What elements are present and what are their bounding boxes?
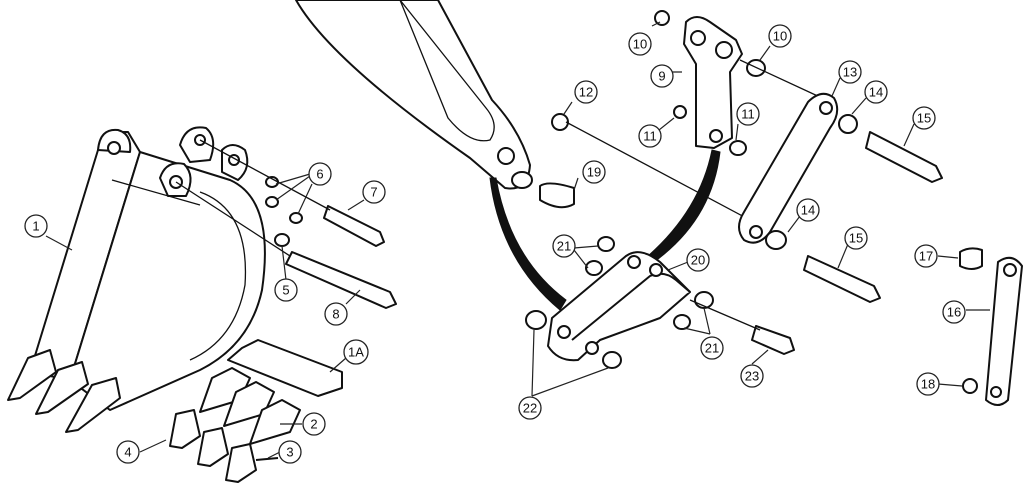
callout-17: 17 (914, 244, 938, 268)
callout-11-right: 11 (736, 102, 760, 126)
callout-15-bottom-label: 15 (849, 231, 863, 246)
callout-1-label: 1 (32, 219, 39, 234)
callout-10-left: 10 (628, 32, 652, 56)
callout-9-label: 9 (658, 69, 665, 84)
callout-2-label: 2 (310, 417, 317, 432)
callout-8-label: 8 (332, 307, 339, 322)
link-bushing (673, 105, 687, 119)
cutting-edge (227, 339, 343, 397)
callout-22-label: 22 (523, 401, 537, 416)
tooth-adapters (199, 367, 301, 445)
assembly-arrow (489, 177, 567, 311)
h-link-bushing (602, 351, 622, 369)
callout-15-top: 15 (912, 106, 936, 130)
tipping-link (683, 16, 743, 149)
callout-14-bottom: 14 (796, 198, 820, 222)
callout-11-left-label: 11 (643, 129, 657, 144)
leader-lines (45, 21, 990, 459)
link-bushing (729, 140, 747, 156)
h-link-pin (751, 325, 795, 355)
callout-1a-label: 1A (348, 345, 364, 360)
rod-bushing (838, 114, 858, 134)
callout-21-right-label: 21 (705, 341, 719, 356)
callout-8: 8 (324, 302, 348, 326)
dipper-arm (295, 0, 533, 190)
callout-12-label: 12 (579, 85, 593, 100)
callout-16: 16 (942, 300, 966, 324)
callout-13: 13 (838, 60, 862, 84)
callout-17-label: 17 (919, 249, 933, 264)
callout-5-label: 5 (282, 283, 289, 298)
callout-23: 23 (740, 364, 764, 388)
assembly-arrow (647, 149, 721, 263)
callout-16-label: 16 (947, 305, 961, 320)
h-link-bushing (585, 260, 603, 276)
h-link-bushing (673, 314, 691, 330)
callout-18: 18 (916, 372, 940, 396)
callout-21-left-label: 21 (557, 239, 571, 254)
callout-13-label: 13 (843, 65, 857, 80)
callout-6-label: 6 (316, 167, 323, 182)
callout-4: 4 (116, 440, 140, 464)
rod-link (985, 256, 1023, 406)
connecting-rod (738, 92, 839, 244)
arm-sleeve (539, 182, 575, 209)
callout-23-label: 23 (745, 369, 759, 384)
callout-22: 22 (518, 396, 542, 420)
callout-10-left-label: 10 (633, 37, 647, 52)
callout-15-top-label: 15 (917, 111, 931, 126)
bucket-bushings (265, 176, 303, 247)
callout-18-label: 18 (921, 377, 935, 392)
h-link (547, 251, 691, 362)
callout-2: 2 (302, 412, 326, 436)
bucket-pin-lower (285, 251, 397, 309)
callout-12: 12 (574, 80, 598, 104)
callout-10-right-label: 10 (773, 29, 787, 44)
callout-1a: 1A (343, 339, 369, 365)
callout-6: 6 (308, 162, 332, 186)
link-bushing (654, 10, 670, 26)
callout-21-left: 21 (552, 234, 576, 258)
callout-3-label: 3 (286, 445, 293, 460)
callout-4-label: 4 (124, 445, 131, 460)
rod-sleeve (959, 247, 983, 270)
rod-pin-upper (865, 131, 943, 183)
bucket-teeth (169, 409, 257, 483)
callout-5: 5 (274, 278, 298, 302)
callout-14-top: 14 (864, 80, 888, 104)
rod-pin-lower (803, 255, 881, 303)
callout-3: 3 (278, 440, 302, 464)
callout-19-label: 19 (587, 165, 601, 180)
callout-15-bottom: 15 (844, 226, 868, 250)
callout-21-right: 21 (700, 336, 724, 360)
rod-bushing (765, 230, 787, 250)
callout-14-bottom-label: 14 (801, 203, 815, 218)
arm-bushing (551, 113, 569, 131)
h-link-bushing (597, 236, 615, 252)
callout-19: 19 (582, 160, 606, 184)
retaining-pin (255, 457, 279, 461)
callout-7-label: 7 (370, 185, 377, 200)
h-link-bushing (525, 310, 547, 330)
rod-bushing-small (962, 378, 978, 394)
callout-7: 7 (362, 180, 386, 204)
callout-10-right: 10 (768, 24, 792, 48)
callout-9: 9 (650, 64, 674, 88)
callout-1: 1 (24, 214, 48, 238)
bucket-pin-upper (323, 205, 385, 247)
callout-20: 20 (686, 248, 710, 272)
callout-14-top-label: 14 (869, 85, 883, 100)
callout-20-label: 20 (691, 253, 705, 268)
callout-11-right-label: 11 (741, 107, 755, 122)
callout-11-left: 11 (638, 124, 662, 148)
